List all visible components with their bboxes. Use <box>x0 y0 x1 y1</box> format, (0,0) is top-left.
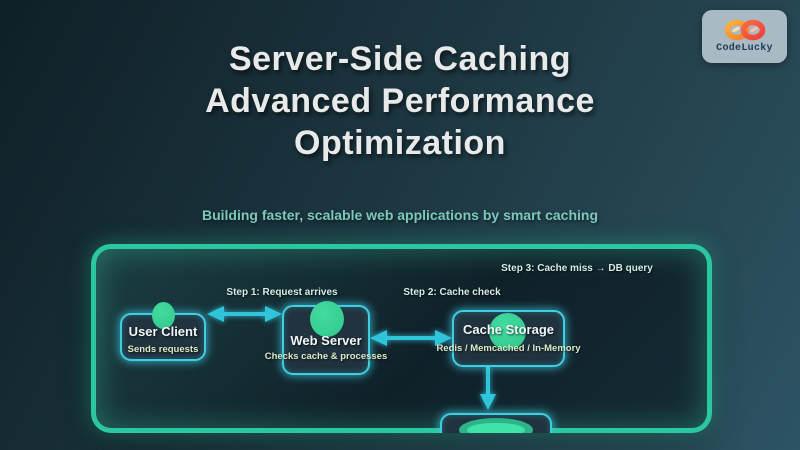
brand-name: CodeLucky <box>716 43 773 54</box>
step-label-3: Step 3: Cache miss → DB query <box>501 263 653 274</box>
arrow-db-query <box>480 367 496 410</box>
node-title: User Client <box>128 324 198 339</box>
node-database <box>440 413 552 433</box>
title-line: Advanced Performance <box>205 82 595 120</box>
title-line: Optimization <box>294 124 506 162</box>
node-subtitle: Checks cache & processes <box>264 351 388 362</box>
node-title: Web Server <box>290 333 362 348</box>
step-label-2: Step 2: Cache check <box>403 287 501 298</box>
green-dot-icon <box>152 302 175 329</box>
diagram-panel: Step 1: Request arrives Step 2: Cache ch… <box>91 244 712 433</box>
green-dot-icon <box>489 313 526 350</box>
page-title: Server-Side Caching Advanced Performance… <box>0 38 800 164</box>
brand-logo: CodeLucky <box>702 10 787 63</box>
node-subtitle: Redis / Memcached / In-Memory <box>436 343 581 354</box>
infinity-icon <box>724 19 765 41</box>
node-cache-storage: Cache Storage Redis / Memcached / In-Mem… <box>436 310 581 367</box>
page-subtitle: Building faster, scalable web applicatio… <box>201 207 598 223</box>
arrow-request <box>207 306 282 322</box>
node-user-client: User Client Sends requests <box>120 302 206 361</box>
step-label-1: Step 1: Request arrives <box>226 287 338 298</box>
title-line: Server-Side Caching <box>228 40 572 78</box>
green-ellipse-icon <box>459 418 533 433</box>
green-ellipse-inner <box>467 422 525 433</box>
node-subtitle: Sends requests <box>127 344 199 355</box>
green-dot-icon <box>310 301 344 337</box>
node-web-server: Web Server Checks cache & processes <box>265 301 387 375</box>
node-title: Cache Storage <box>462 322 555 337</box>
